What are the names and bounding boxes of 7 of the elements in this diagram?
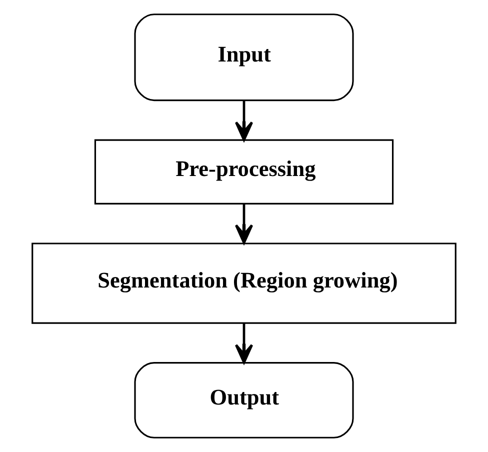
node-box: Segmentation (Region growing): [32, 242, 456, 324]
node-box: Pre-processing: [94, 139, 394, 205]
arrow: [234, 204, 254, 244]
node-box: Output: [134, 362, 354, 438]
arrow: [234, 323, 254, 364]
node-box: Input: [134, 14, 354, 102]
arrow: [234, 100, 254, 142]
